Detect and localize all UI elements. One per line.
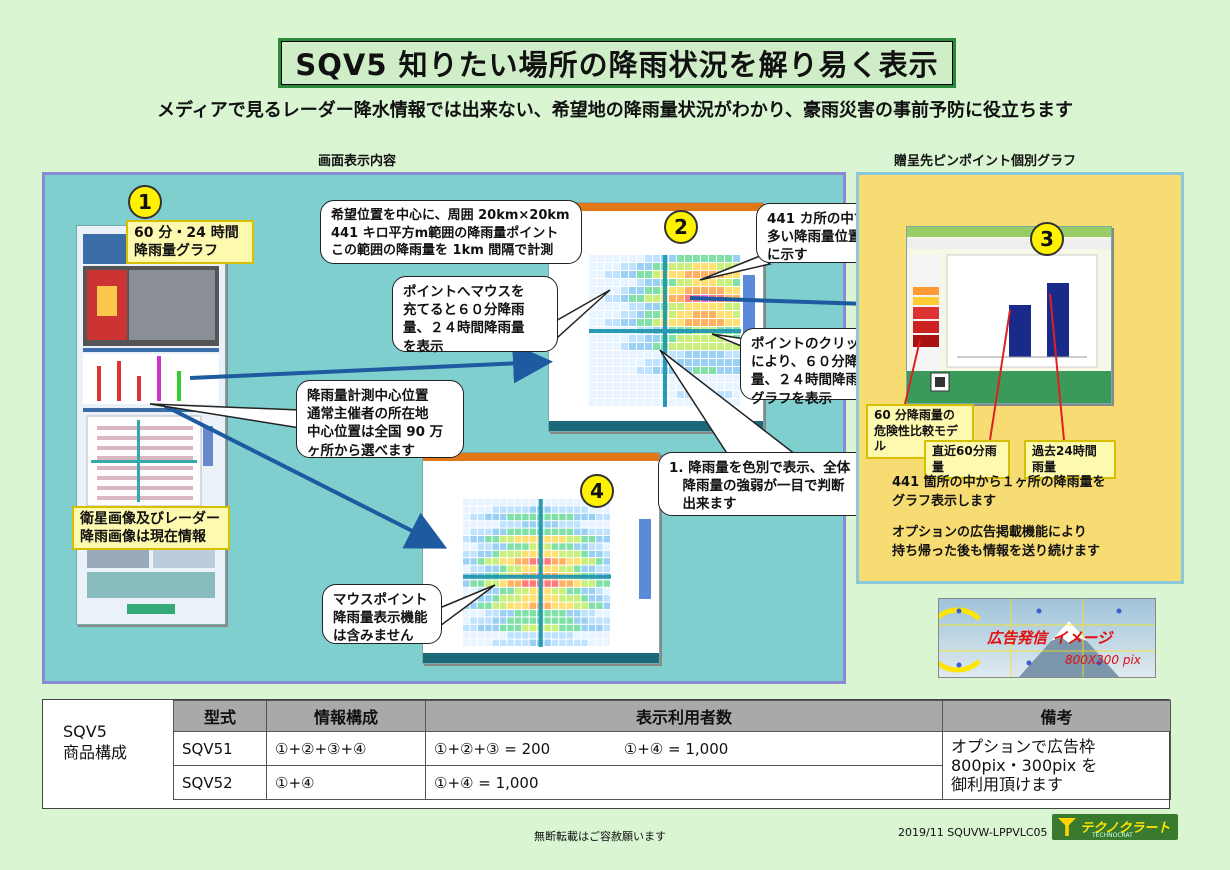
callout-center-location: 降雨量計測中心位置 通常主催者の所在地 中心位置は全国 90 万 ヶ所から選べま… <box>296 380 464 459</box>
logo-subtext: TECHNOCRAT <box>1092 832 1133 839</box>
logo-text: テクノクラート <box>1080 821 1171 836</box>
callout-no-mouse-point: マウスポイント 降雨量表示機能 は含みません <box>322 584 442 644</box>
product-table-frame: SQV5 商品構成 型式 情報構成 表示利用者数 備考 SQV51 ①+②+③+… <box>42 699 1171 809</box>
cell-remarks: オプションで広告枠 800pix・300pix を 御利用頂けます <box>942 731 1171 800</box>
ad-banner-art <box>939 599 1155 677</box>
label-past-24h: 過去24時間雨量 <box>1024 440 1116 480</box>
table-row: SQV51 ①+②+③+④ ①+②+③ = 200 ①+④ = 1,000 オプ… <box>173 731 1171 800</box>
screenshot-rain-grid-4 <box>422 452 660 664</box>
col-composition: 情報構成 <box>266 700 426 732</box>
cell-model: SQV51 <box>173 731 267 766</box>
rain-grid-4-thumbnail <box>423 453 659 663</box>
label-60min-24h-graph: 60 分・24 時間 降雨量グラフ <box>126 220 254 265</box>
note-ad-option: オプションの広告掲載機能により 持ち帰った後も情報を送り続けます <box>892 525 1101 559</box>
label-recent-60min: 直近60分雨量 <box>924 440 1010 480</box>
copyright-notice: 無断転載はご容赦願います <box>534 830 666 843</box>
label-satellite-radar: 衛星画像及びレーダー 降雨画像は現在情報 <box>72 506 230 551</box>
callout-measure-range: 希望位置を中心に、周囲 20km×20km 441 キロ平方m範囲の降雨量ポイン… <box>320 200 582 264</box>
right-section-label: 贈呈先ピンポイント個別グラフ <box>894 154 1077 169</box>
cell-composition: ①+②+③+④ <box>266 731 426 766</box>
product-table: 型式 情報構成 表示利用者数 備考 SQV51 ①+②+③+④ ①+②+③ = … <box>173 700 1171 800</box>
cell-model: SQV52 <box>173 765 267 800</box>
rain-grid-2-thumbnail <box>549 203 763 431</box>
label-danger-model: 60 分降雨量の 危険性比較モデル <box>866 404 974 459</box>
screenshot-pinpoint-graph <box>906 226 1112 404</box>
left-section-label: 画面表示内容 <box>318 154 397 169</box>
cell-users: ①+②+③ = 200 ①+④ = 1,000 <box>425 731 943 766</box>
marker-2-icon: 2 <box>664 210 698 244</box>
marker-3-icon: 3 <box>1030 222 1064 256</box>
ad-banner-size: 800X300 pix <box>1065 653 1141 667</box>
cell-users-b: ①+④ = 1,000 <box>623 739 729 758</box>
table-row: SQV52 ①+④ ①+④ = 1,000 <box>173 765 1171 800</box>
logo-mark-icon <box>1058 818 1076 836</box>
note-single-point-graph: 441 箇所の中から１ヶ所の降雨量を グラフ表示します <box>892 475 1106 509</box>
col-users: 表示利用者数 <box>425 700 943 732</box>
document-id: 2019/11 SQUVW-LPPVLC05 <box>898 826 1048 839</box>
col-remarks: 備考 <box>942 700 1171 732</box>
callout-click-graph: ポイントのクリック により、６０分降雨 量、２４時間降雨量 グラフを表示 <box>740 328 906 407</box>
table-header-row: 型式 情報構成 表示利用者数 備考 <box>173 700 1171 732</box>
screenshot-rain-grid-2 <box>548 202 764 432</box>
callout-mouse-hover: ポイントへマウスを 充てると６０分降雨 量、２４時間降雨量 を表示 <box>392 276 558 355</box>
ad-banner-title: 広告発信 イメージ <box>987 629 1112 647</box>
marker-1-icon: 1 <box>128 185 162 219</box>
col-model: 型式 <box>173 700 267 732</box>
page-subtitle: メディアで見るレーダー降水情報では出来ない、希望地の降雨量状況がわかり、豪雨災害… <box>156 100 1073 121</box>
pinpoint-graph-thumbnail <box>907 227 1111 403</box>
cell-users: ①+④ = 1,000 <box>425 765 943 800</box>
page-title: SQV5 知りたい場所の降雨状況を解り易く表示 <box>278 38 956 88</box>
marker-4-icon: 4 <box>580 474 614 508</box>
cell-users-a: ①+④ = 1,000 <box>434 773 539 792</box>
callout-color-display: 1. 降雨量を色別で表示、全体 降雨量の強弱が一目で判断 出来ます <box>658 452 870 516</box>
product-table-row-label: SQV5 商品構成 <box>63 722 128 762</box>
cell-users-a: ①+②+③ = 200 <box>434 739 551 758</box>
cell-composition: ①+④ <box>266 765 426 800</box>
ad-banner-image: 広告発信 イメージ 800X300 pix <box>938 598 1156 678</box>
company-logo: テクノクラート TECHNOCRAT <box>1052 814 1178 840</box>
